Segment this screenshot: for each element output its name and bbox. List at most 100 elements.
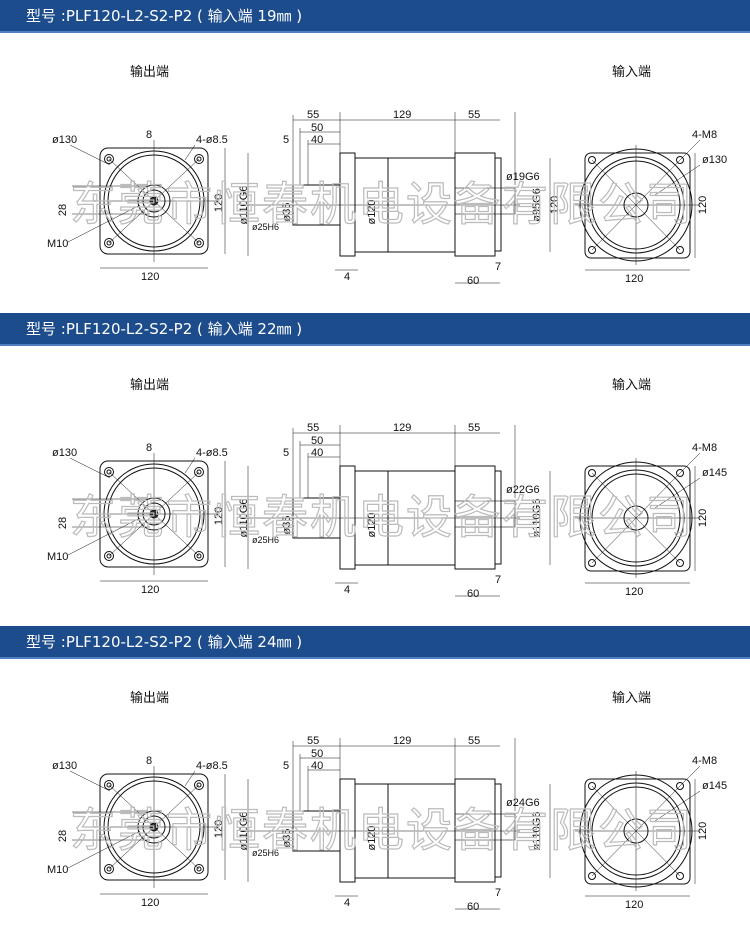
input-pcd-dim: ø130: [702, 154, 727, 166]
input-end-label: 输入端: [612, 690, 651, 705]
model-section: 型号 :PLF120-L2-S2-P2 ( 输入端 24㎜ ) 输出端 输入端 ø1…: [0, 626, 750, 939]
input-flange-square: [584, 152, 691, 259]
output-bottom-dim: 120: [141, 897, 159, 909]
shaft-length-55: 55: [307, 735, 319, 747]
output-pcd-dim: ø130: [52, 447, 77, 459]
model-header: 型号 :PLF120-L2-S2-P2 ( 输入端 24㎜ ): [0, 626, 750, 659]
input-end-label: 输入端: [612, 377, 651, 392]
body-length-129: 129: [393, 109, 411, 121]
input-length-55: 55: [468, 109, 480, 121]
shaft-length-50: 50: [311, 122, 323, 134]
input-length-55: 55: [468, 735, 480, 747]
flange-thickness-4: 4: [344, 584, 350, 596]
input-length-60: 60: [467, 275, 479, 287]
input-length-60: 60: [467, 901, 479, 913]
body-diameter-dim: ø120: [366, 825, 378, 850]
shaft-length-50: 50: [311, 748, 323, 760]
key-width-dim: 8: [146, 442, 152, 454]
output-pilot-dim: ø110G6: [238, 812, 250, 851]
key-width-dim: 8: [146, 755, 152, 767]
bore-dim: ø25H6: [252, 535, 279, 545]
model-header: 型号 :PLF120-L2-S2-P2 ( 输入端 22㎜ ): [0, 313, 750, 346]
output-bottom-dim: 120: [141, 584, 159, 596]
output-bottom-dim: 120: [141, 271, 159, 283]
input-side-dim: 120: [549, 196, 561, 214]
body-length-129: 129: [393, 422, 411, 434]
key-height-dim: 28: [57, 204, 69, 216]
input-bore-dim: ø22G6: [506, 484, 540, 496]
shaft-offset-5: 5: [283, 760, 289, 772]
output-holes-dim: 4-ø8.5: [196, 447, 228, 459]
flange-thickness-4: 4: [344, 897, 350, 909]
key-height-dim: 28: [57, 830, 69, 842]
input-view-bottom-dim: 120: [625, 899, 643, 911]
bore-dim: ø25H6: [252, 222, 279, 232]
model-header: 型号 :PLF120-L2-S2-P2 ( 输入端 19㎜ ): [0, 0, 750, 33]
input-view-side-dim: 120: [697, 509, 709, 527]
shaft-length-40: 40: [311, 760, 323, 772]
input-holes-dim: 4-M8: [692, 129, 717, 141]
output-end-label: 输出端: [130, 64, 169, 79]
output-pilot-dim: ø110G6: [238, 499, 250, 538]
input-view-bottom-dim: 120: [625, 586, 643, 598]
output-pilot-dim: ø110G6: [238, 186, 250, 225]
body-diameter-dim: ø120: [366, 199, 378, 224]
watermark-text: 东莞市恒春机电设备有限公司: [70, 804, 694, 856]
input-pcd-dim: ø145: [702, 780, 727, 792]
thread-dim: M10: [47, 551, 68, 563]
output-holes-dim: 4-ø8.5: [196, 134, 228, 146]
output-pcd-dim: ø130: [52, 134, 77, 146]
output-end-label: 输出端: [130, 690, 169, 705]
output-holes-dim: 4-ø8.5: [196, 760, 228, 772]
output-side-dim: 120: [213, 194, 225, 212]
input-holes-dim: 4-M8: [692, 442, 717, 454]
shaft-length-50: 50: [311, 435, 323, 447]
input-view-side-dim: 120: [697, 822, 709, 840]
input-step-7: 7: [495, 574, 501, 586]
input-flange-square: [584, 778, 691, 885]
input-length-55: 55: [468, 422, 480, 434]
key-height-dim: 28: [57, 517, 69, 529]
thread-dim: M10: [47, 864, 68, 876]
input-pcd-dim: ø145: [702, 467, 727, 479]
shaft-diameter-dim: ø35: [281, 203, 293, 222]
input-pilot-dim: ø95G6: [531, 188, 543, 222]
input-pilot-dim: ø110G6: [531, 499, 543, 538]
input-step-7: 7: [495, 887, 501, 899]
input-bore-dim: ø24G6: [506, 797, 540, 809]
input-step-7: 7: [495, 261, 501, 273]
flange-thickness-4: 4: [344, 271, 350, 283]
output-side-dim: 120: [213, 820, 225, 838]
output-pcd-dim: ø130: [52, 760, 77, 772]
output-end-label: 输出端: [130, 377, 169, 392]
body-diameter-dim: ø120: [366, 512, 378, 537]
shaft-diameter-dim: ø35: [281, 829, 293, 848]
shaft-diameter-dim: ø35: [281, 516, 293, 535]
shaft-offset-5: 5: [283, 447, 289, 459]
input-length-60: 60: [467, 588, 479, 600]
thread-dim: M10: [47, 238, 68, 250]
input-bore-dim: ø19G6: [506, 171, 540, 183]
watermark-text: 东莞市恒春机电设备有限公司: [70, 491, 694, 543]
key-width-dim: 8: [146, 129, 152, 141]
shaft-length-40: 40: [311, 447, 323, 459]
input-end-label: 输入端: [612, 64, 651, 79]
input-pilot-dim: ø110G6: [531, 812, 543, 851]
shaft-length-55: 55: [307, 422, 319, 434]
body-length-129: 129: [393, 735, 411, 747]
watermark-text: 东莞市恒春机电设备有限公司: [70, 178, 694, 230]
model-section: 型号 :PLF120-L2-S2-P2 ( 输入端 22㎜ ) 输出端 输入端 ø1…: [0, 313, 750, 626]
bore-dim: ø25H6: [252, 848, 279, 858]
input-holes-dim: 4-M8: [692, 755, 717, 767]
shaft-length-40: 40: [311, 134, 323, 146]
model-section: 型号 :PLF120-L2-S2-P2 ( 输入端 19㎜ ) 输出端 输入端 ø1…: [0, 0, 750, 313]
shaft-length-55: 55: [307, 109, 319, 121]
output-side-dim: 120: [213, 507, 225, 525]
input-flange-square: [584, 465, 691, 572]
shaft-offset-5: 5: [283, 134, 289, 146]
input-view-side-dim: 120: [697, 196, 709, 214]
input-view-bottom-dim: 120: [625, 273, 643, 285]
